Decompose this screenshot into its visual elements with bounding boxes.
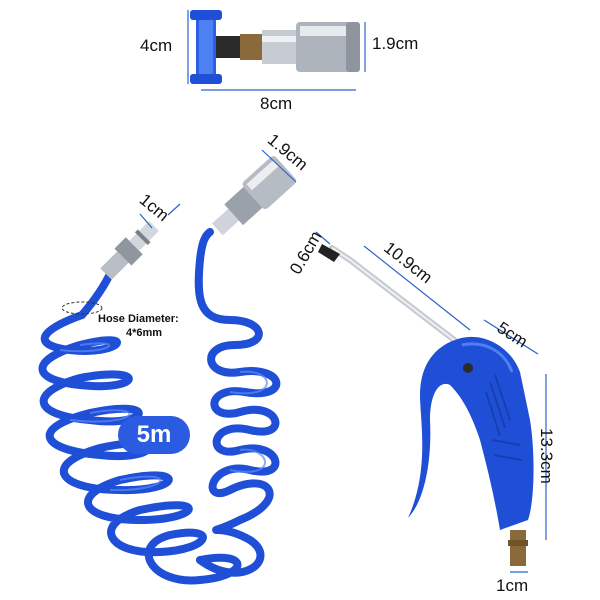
coiled-hose xyxy=(38,228,281,585)
connector-diameter-label: 1.9cm xyxy=(372,34,419,53)
t-connector xyxy=(190,10,360,84)
coil-highlights xyxy=(59,342,268,492)
connector-length-label: 8cm xyxy=(260,94,293,113)
hose-diameter-label: Hose Diameter: xyxy=(98,313,179,325)
gun-plug-width-label: 1cm xyxy=(496,576,529,595)
hose-length-badge: 5m xyxy=(118,416,190,454)
connector-dimension-lines xyxy=(187,10,366,91)
hose-diameter-value: 4*6mm xyxy=(126,327,163,339)
male-plug-fitting xyxy=(100,221,159,280)
hose-dimension-lines xyxy=(139,149,297,229)
gun-dimension-lines xyxy=(315,231,547,573)
hose-diameter-note: Hose Diameter: 4*6mm xyxy=(98,312,179,340)
hose-diameter-marker xyxy=(61,301,103,315)
gun-height-label: 13.3cm xyxy=(537,428,556,484)
quick-coupler-fitting xyxy=(211,156,297,236)
blow-gun xyxy=(318,244,534,566)
connector-height-label: 4cm xyxy=(140,36,173,55)
